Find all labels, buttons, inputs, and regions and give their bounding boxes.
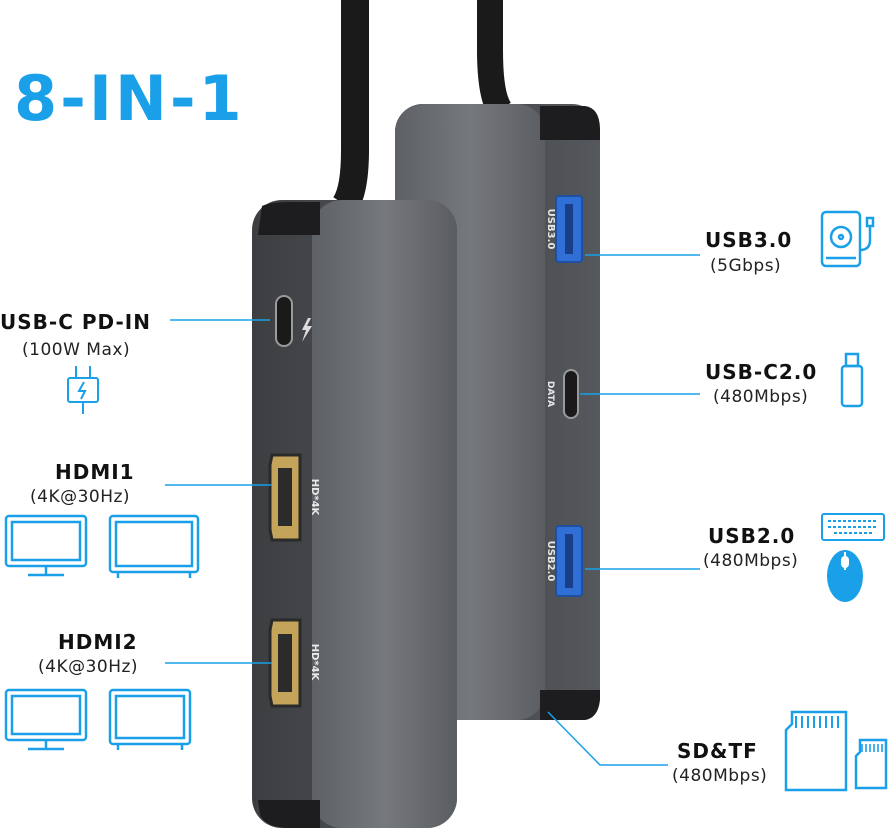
keyboard-icon — [821, 513, 885, 541]
monitor-icon — [4, 688, 88, 751]
sd-card-icon — [784, 710, 848, 792]
monitor-icon — [4, 514, 88, 577]
usbc-pd-label: USB-C PD-IN — [0, 310, 151, 334]
usb20-label: USB2.0 — [708, 524, 796, 548]
leader-lines — [165, 254, 700, 766]
hdmi1-marking: HD*4K — [309, 479, 320, 517]
usbc-data-port — [563, 369, 579, 419]
usb30-spec: (5Gbps) — [710, 256, 782, 276]
hard-drive-icon — [820, 210, 875, 268]
usbc-pd-spec: (100W Max) — [22, 340, 131, 360]
headline: 8-IN-1 — [14, 62, 245, 135]
usb20-spec: (480Mbps) — [703, 551, 799, 571]
usb3-marking: USB3.0 — [545, 209, 556, 250]
cable-front — [332, 0, 369, 213]
sdtf-spec: (480Mbps) — [672, 766, 768, 786]
lightning-marking — [302, 318, 312, 342]
usb2-marking: USB2.0 — [545, 541, 556, 582]
charger-icon — [67, 366, 99, 414]
monitor-icon — [108, 514, 200, 578]
data-marking: DATA — [545, 381, 555, 407]
mouse-icon — [827, 550, 863, 602]
usbc-pd-port — [275, 295, 293, 347]
usb30-label: USB3.0 — [705, 228, 793, 252]
usbc20-spec: (480Mbps) — [713, 387, 809, 407]
hdmi1-label: HDMI1 — [55, 460, 135, 484]
cable-back — [477, 0, 512, 118]
hdmi1-spec: (4K@30Hz) — [30, 487, 131, 507]
usbc20-label: USB-C2.0 — [705, 360, 818, 384]
monitor-icon — [108, 688, 192, 750]
sdtf-label: SD&TF — [677, 739, 758, 763]
usb-stick-icon — [840, 352, 864, 408]
front-hub: HD*4K HD*4K — [252, 200, 457, 828]
tf-card-icon — [854, 738, 888, 790]
hdmi2-label: HDMI2 — [58, 630, 138, 654]
hdmi2-spec: (4K@30Hz) — [38, 657, 139, 677]
hdmi2-marking: HD*4K — [309, 644, 320, 682]
